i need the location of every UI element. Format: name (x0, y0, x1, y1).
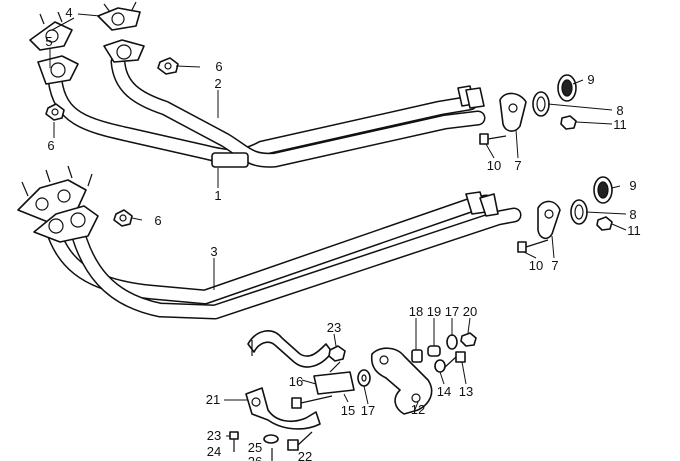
nut-11-upper (560, 115, 577, 130)
nut-20 (460, 332, 477, 347)
bracket-21-clamp (245, 387, 321, 430)
gasket-8-upper (532, 91, 550, 117)
studs-lower (21, 165, 93, 197)
callout-7-lower: 7 (551, 258, 558, 273)
callout-4: 4 (65, 5, 72, 20)
callout-11-lower: 11 (627, 223, 641, 238)
callout-17-lower: 17 (361, 403, 375, 418)
nut-upper-6b (45, 103, 65, 121)
callout-24: 24 (207, 444, 221, 459)
callout-22: 22 (298, 449, 312, 461)
washer-17-left (357, 369, 371, 387)
callout-9-lower: 9 (629, 178, 636, 193)
manifold-flange-upper-left (29, 21, 79, 85)
ring-9-upper (557, 74, 577, 102)
studs-upper (39, 1, 137, 25)
callout-1: 1 (214, 188, 221, 203)
callout-21: 21 (206, 392, 220, 407)
nut-lower-6c (113, 209, 133, 227)
callout-18: 18 (409, 304, 423, 319)
nut-11-lower (596, 216, 613, 231)
leader-lines (49, 13, 627, 437)
manifold-flange-lower (17, 179, 99, 243)
front-pipe-3-b (67, 207, 522, 320)
flange-7-upper (499, 92, 527, 132)
callout-23-upper: 23 (327, 320, 341, 335)
hanger-12 (370, 347, 433, 415)
callout-15: 15 (341, 403, 355, 418)
callout-6-upper-left: 6 (47, 138, 54, 153)
pipe-joint-sleeve (211, 152, 249, 168)
washer-14 (434, 359, 446, 373)
mount-18 (411, 349, 423, 363)
flange-7-lower (537, 200, 561, 240)
callout-2: 2 (214, 76, 221, 91)
callout-20: 20 (463, 304, 477, 319)
callout-13: 13 (459, 384, 473, 399)
bolt-13 (443, 351, 466, 369)
callout-3: 3 (210, 244, 217, 259)
bolt-10-upper (479, 133, 507, 145)
callout-19: 19 (427, 304, 441, 319)
washer-25 (263, 434, 279, 444)
bolt-23-lower (229, 431, 239, 452)
spacer-19 (427, 345, 441, 357)
callout-11-upper: 11 (613, 117, 627, 132)
callout-23-lower: 23 (207, 428, 221, 443)
callout-16: 16 (289, 374, 303, 389)
gasket-8-lower (570, 199, 588, 225)
pipe-end-flange-lower (465, 191, 499, 217)
callout-10-upper: 10 (487, 158, 501, 173)
callout-10-lower: 10 (529, 258, 543, 273)
callout-25: 25 (248, 440, 262, 455)
nut-upper-6a (157, 57, 179, 75)
nut-23-upper (328, 345, 346, 362)
front-pipe-1 (47, 72, 478, 164)
callout-17-upper: 17 (445, 304, 459, 319)
pipe-end-flange-upper (457, 85, 485, 109)
front-pipe-2 (110, 54, 486, 168)
bolt-15 (291, 395, 333, 409)
bolt-10-lower (517, 239, 549, 253)
callout-14: 14 (437, 384, 451, 399)
bracket-16 (313, 361, 355, 395)
bolt-22 (287, 431, 313, 451)
manifold-flange-upper-right (97, 7, 145, 63)
callout-9-upper: 9 (587, 72, 594, 87)
callout-5: 5 (45, 34, 52, 49)
callout-26: 26 (248, 454, 262, 461)
callout-8-lower: 8 (629, 207, 636, 222)
callout-7-upper: 7 (514, 158, 521, 173)
ring-9-lower (593, 176, 613, 204)
callout-8-upper: 8 (616, 103, 623, 118)
bracket-upper-strap (247, 330, 333, 368)
callout-12: 12 (411, 402, 425, 417)
callout-6-lower: 6 (154, 213, 161, 228)
callout-6-upper-right: 6 (215, 59, 222, 74)
washer-17-right (446, 334, 458, 350)
callout-labels: 4 5 6 2 6 1 6 3 9 8 11 10 7 9 8 11 10 7 … (45, 5, 640, 461)
